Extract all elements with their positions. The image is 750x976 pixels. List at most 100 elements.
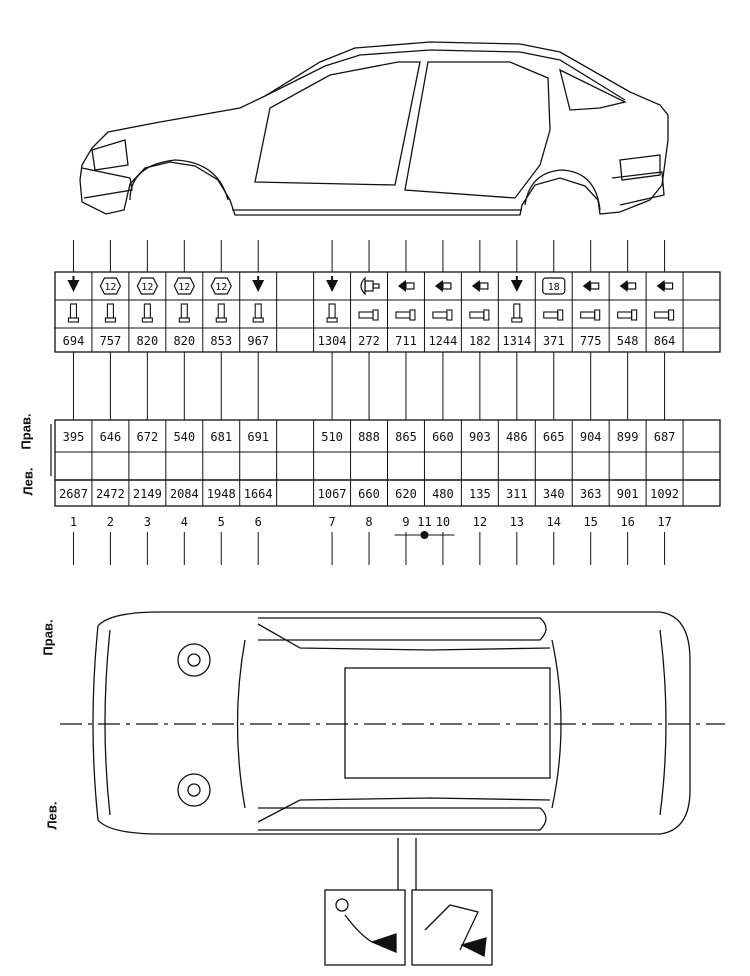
height-value: 864: [654, 334, 676, 348]
underbody-right-label: Прав.: [40, 619, 56, 656]
arrow-down-icon: [252, 280, 265, 292]
right-value: 888: [358, 430, 380, 444]
bolt-head: [67, 317, 80, 323]
left-value: 901: [617, 487, 639, 501]
nut-size-label: 12: [104, 282, 116, 293]
right-value: 903: [469, 430, 491, 444]
height-value: 820: [137, 334, 159, 348]
inset-left-bolt: [335, 898, 349, 912]
right-value: 540: [173, 430, 195, 444]
height-value: 967: [247, 334, 269, 348]
right-value: 672: [137, 430, 159, 444]
height-value: 548: [617, 334, 639, 348]
point-number: 3: [144, 515, 151, 529]
height-value: 694: [63, 334, 85, 348]
left-value: 2472: [96, 487, 125, 501]
height-value: 182: [469, 334, 491, 348]
underbody-left-rail: [257, 797, 551, 823]
right-value: 510: [321, 430, 343, 444]
bolt-head: [178, 317, 190, 323]
left-value: 660: [358, 487, 380, 501]
bolt-head: [594, 309, 601, 321]
side-plug-tip: [372, 283, 380, 289]
underbody-right-sill: [258, 617, 547, 641]
underbody-leaders: [72, 532, 666, 565]
bolt-horizontal-icon: [469, 311, 485, 319]
right-value: 660: [432, 430, 454, 444]
right-strut-mount-inner: [187, 653, 201, 667]
left-value: 2149: [133, 487, 162, 501]
hex-nut-icon: [210, 277, 232, 295]
arrow-left-icon: [471, 280, 480, 292]
point-number: 9: [402, 515, 409, 529]
bolt-horizontal-icon: [358, 311, 374, 319]
arrow-left-tail: [442, 282, 452, 290]
arrow-left-icon: [582, 280, 591, 292]
underbody-rear-end: [659, 629, 667, 816]
nut-size-label: 12: [141, 282, 153, 293]
bolt-horizontal-icon: [654, 311, 670, 319]
left-value: 311: [506, 487, 528, 501]
bolt-head: [483, 309, 490, 321]
underbody-right-rail: [257, 623, 551, 651]
right-value: 687: [654, 430, 676, 444]
arrow-left-tail: [663, 282, 674, 290]
right-value: 681: [210, 430, 232, 444]
underbody-cabin-front: [236, 639, 246, 809]
car-underbody-view: [60, 611, 725, 835]
underbody-front-end: [104, 629, 111, 816]
arrow-left-tail: [405, 282, 415, 290]
nut-size-label: 18: [548, 282, 560, 293]
point-number: 5: [218, 515, 225, 529]
left-strut-mount-inner: [187, 783, 201, 797]
height-value: 1304: [318, 334, 347, 348]
inset-left-arrow: [370, 933, 397, 953]
car-side-body-outline: [79, 41, 669, 216]
rect-nut-icon: [542, 277, 566, 295]
arrow-left-icon: [397, 280, 406, 292]
left-side-label: Лев.: [20, 467, 36, 496]
arrow-down-icon: [67, 280, 80, 292]
left-value: 1067: [318, 487, 347, 501]
arrow-left-tail: [590, 282, 600, 290]
arrow-down-icon: [510, 280, 523, 292]
car-side-front-window: [254, 61, 421, 186]
point-number: 16: [620, 515, 634, 529]
right-value: 665: [543, 430, 565, 444]
point-number: 13: [510, 515, 524, 529]
left-value: 340: [543, 487, 565, 501]
right-side-label: Прав.: [18, 413, 34, 450]
underbody-left-sill: [258, 807, 547, 831]
inset-left-curve: [344, 914, 373, 943]
point-number: 7: [328, 515, 335, 529]
point-number: 6: [255, 515, 262, 529]
bolt-vertical-icon: [69, 303, 78, 319]
hex-nut-icon: [136, 277, 159, 295]
nut-size-label: 12: [178, 282, 190, 293]
point-number: 15: [583, 515, 597, 529]
point-number: 12: [473, 515, 487, 529]
right-strut-mount: [177, 643, 211, 677]
left-value: 620: [395, 487, 417, 501]
arrow-left-icon: [434, 280, 443, 292]
hex-nut-icon: [99, 277, 122, 295]
side-view-leaders: [72, 240, 666, 420]
left-value: 1664: [244, 487, 273, 501]
height-value: 1314: [502, 334, 531, 348]
table-column: 1304 510 1067 7: [318, 276, 347, 529]
inset-right-rail: [424, 904, 479, 951]
left-strut-mount: [177, 773, 211, 807]
underbody-left-label: Лев.: [44, 801, 60, 830]
left-value: 2084: [170, 487, 199, 501]
right-value: 646: [100, 430, 122, 444]
arrow-down-icon: [326, 280, 339, 292]
height-value: 272: [358, 334, 380, 348]
